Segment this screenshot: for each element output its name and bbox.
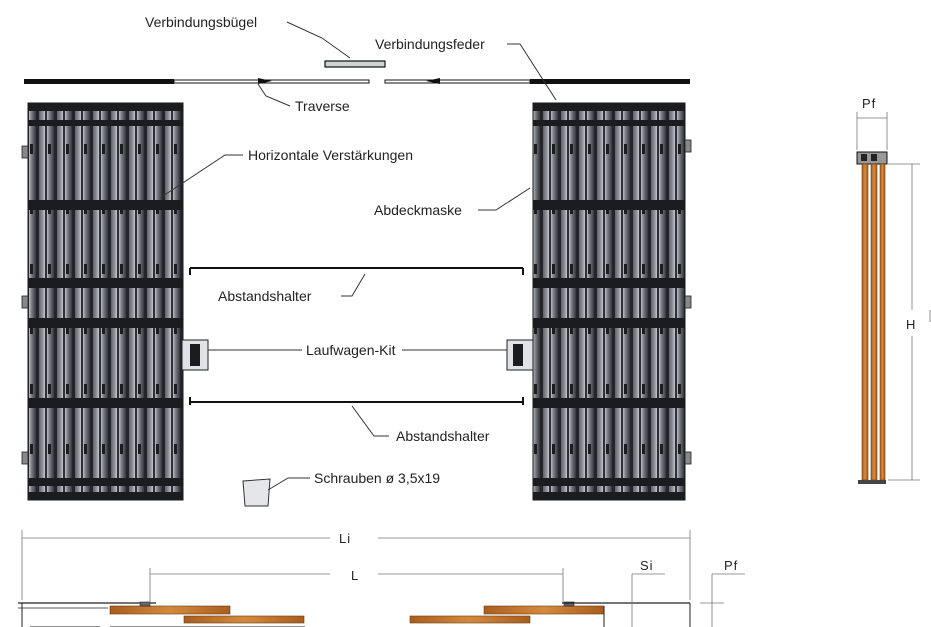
- left-laufwagen-kit: [181, 339, 209, 371]
- label-abstandshalter-top: Abstandshalter: [218, 288, 312, 304]
- label-traverse: Traverse: [295, 98, 350, 114]
- dimension-pf-side: Pf: [862, 96, 876, 111]
- label-verbindungsbuegel: Verbindungsbügel: [145, 14, 257, 30]
- label-verbindungsfeder: Verbindungsfeder: [375, 36, 485, 52]
- label-horizontale-verstaerkungen: Horizontale Verstärkungen: [248, 147, 413, 163]
- label-schrauben: Schrauben ø 3,5x19: [314, 470, 440, 486]
- dimension-l: L: [351, 568, 359, 583]
- label-abdeckmaske: Abdeckmaske: [374, 202, 462, 218]
- side-section-view: [856, 151, 888, 484]
- right-frame-panel: [532, 102, 692, 501]
- dimension-si: Si: [640, 558, 654, 573]
- traverse-rail: [24, 78, 690, 84]
- label-laufwagen-kit: Laufwagen-Kit: [306, 342, 396, 358]
- left-frame-panel: [21, 102, 184, 501]
- right-laufwagen-kit: [506, 339, 534, 371]
- bottom-plan-view: [18, 601, 691, 627]
- dimension-pf-bottom: Pf: [724, 558, 738, 573]
- spacer-bottom: [189, 397, 524, 405]
- label-abstandshalter-bottom: Abstandshalter: [396, 428, 490, 444]
- dimension-h: H: [906, 317, 916, 332]
- dimension-li: Li: [339, 531, 351, 546]
- spacer-top: [189, 267, 524, 275]
- screws-pack: [242, 478, 271, 507]
- verbindungsbuegel-part: [324, 60, 386, 68]
